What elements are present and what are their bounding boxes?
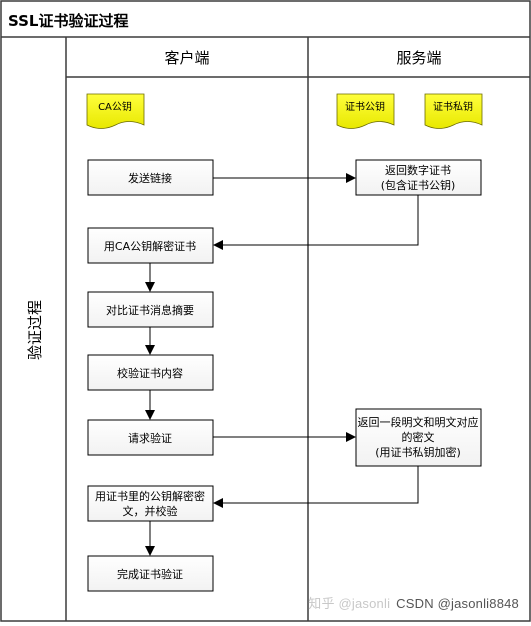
step-compare-digest: 对比证书消息摘要 xyxy=(87,291,214,328)
arrow-return-text-to-decrypt-check xyxy=(213,466,419,508)
lane-server-label: 服务端 xyxy=(396,49,441,67)
step-complete-label: 完成证书验证 xyxy=(117,567,183,581)
watermark-faint: 知乎 @jasonli xyxy=(308,596,391,611)
step-decrypt-check: 用证书里的公钥解密密 文，并校验 xyxy=(87,485,214,522)
step-verify-content-label: 校验证书内容 xyxy=(117,366,183,380)
step-verify-content: 校验证书内容 xyxy=(87,354,214,391)
doc-cert-private-key-label: 证书私钥 xyxy=(433,100,473,113)
watermark: 知乎 @jasonli CSDN @jasonli8848 xyxy=(308,593,519,612)
arrow-return-cert-to-decrypt xyxy=(213,195,419,250)
doc-ca-public-key: CA公钥 xyxy=(86,93,145,129)
step-decrypt-check-line2: 文，并校验 xyxy=(123,504,178,518)
step-return-cert-line2: (包含证书公钥) xyxy=(381,178,456,192)
step-send-link: 发送链接 xyxy=(87,159,214,196)
lane-client-label: 客户端 xyxy=(164,49,209,67)
doc-cert-public-key: 证书公钥 xyxy=(336,93,395,129)
doc-ca-public-key-label: CA公钥 xyxy=(98,100,132,113)
step-complete: 完成证书验证 xyxy=(87,555,214,592)
diagram-title: SSL证书验证过程 xyxy=(8,12,129,30)
step-request-verify: 请求验证 xyxy=(87,419,214,456)
step-return-text-line1: 返回一段明文和明文对应 xyxy=(358,415,479,429)
doc-cert-public-key-label: 证书公钥 xyxy=(345,100,385,113)
watermark-text: CSDN @jasonli8848 xyxy=(396,596,519,611)
step-decrypt-cert: 用CA公钥解密证书 xyxy=(87,227,214,264)
side-label: 验证过程 xyxy=(26,300,44,360)
step-compare-digest-label: 对比证书消息摘要 xyxy=(106,303,194,317)
step-return-text-line3: (用证书私钥加密) xyxy=(375,445,461,459)
step-send-link-label: 发送链接 xyxy=(128,171,172,185)
step-return-cert: 返回数字证书 (包含证书公钥) xyxy=(355,159,482,196)
step-decrypt-check-line1: 用证书里的公钥解密密 xyxy=(95,489,205,503)
step-decrypt-cert-label: 用CA公钥解密证书 xyxy=(104,239,196,253)
step-request-verify-label: 请求验证 xyxy=(128,431,172,445)
doc-cert-private-key: 证书私钥 xyxy=(424,93,483,129)
step-return-text: 返回一段明文和明文对应 的密文 (用证书私钥加密) xyxy=(355,408,482,467)
step-return-cert-line1: 返回数字证书 xyxy=(385,163,451,177)
step-return-text-line2: 的密文 xyxy=(402,430,435,444)
